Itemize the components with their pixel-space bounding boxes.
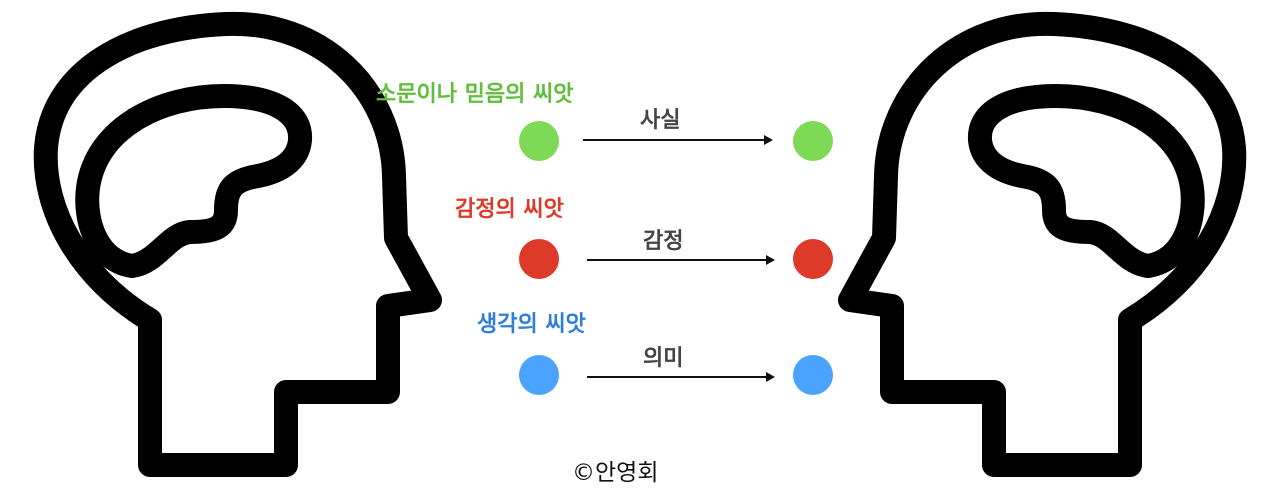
arrow-label-fact: 사실 <box>640 108 681 133</box>
green-dot-receiver <box>793 121 833 161</box>
arrow-label-meaning: 의미 <box>643 346 684 371</box>
arrow-meaning <box>587 372 775 382</box>
copyright-credit: ©안영회 <box>572 460 659 486</box>
green-dot-sender <box>519 121 559 161</box>
red-dot-receiver <box>793 239 833 279</box>
seed-label-rumor-belief: 소문이나 믿음의 씨앗 <box>376 82 574 107</box>
head-with-brain-icon-left <box>0 0 450 498</box>
seed-label-emotion: 감정의 씨앗 <box>455 197 564 222</box>
head-with-brain-icon-right <box>830 0 1280 498</box>
blue-dot-receiver <box>793 355 833 395</box>
arrow-emotion <box>587 255 775 265</box>
arrow-label-emotion: 감정 <box>643 229 684 254</box>
arrow-fact <box>583 135 773 145</box>
blue-dot-sender <box>519 355 559 395</box>
red-dot-sender <box>519 239 559 279</box>
seed-label-thought: 생각의 씨앗 <box>477 312 586 337</box>
